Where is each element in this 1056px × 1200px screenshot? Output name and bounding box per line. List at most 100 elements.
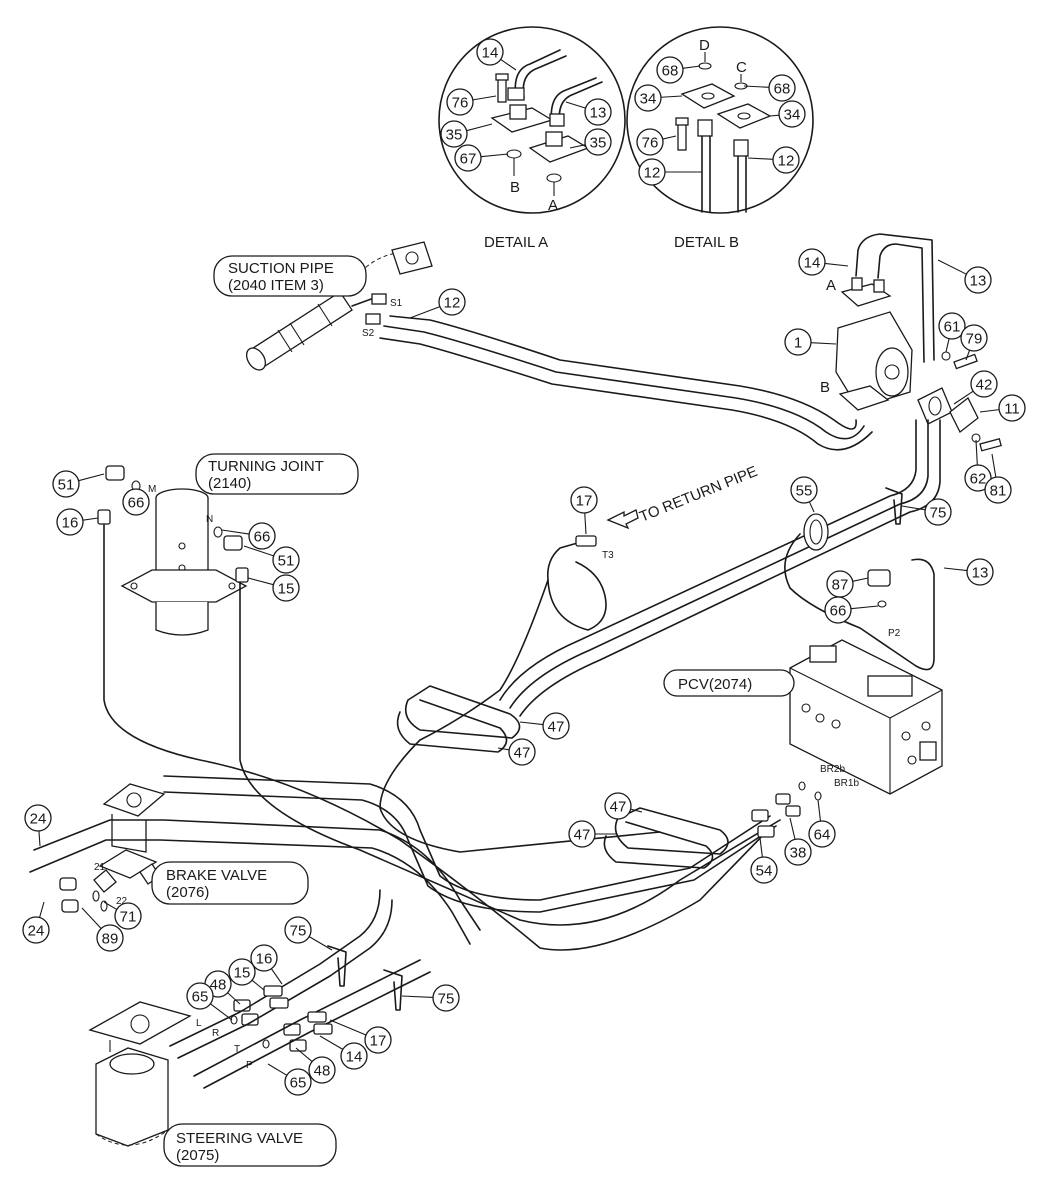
detail-b-letter-c: C — [736, 59, 747, 76]
callout-leader — [852, 577, 869, 582]
port-b: B — [820, 379, 830, 396]
callout-circle — [432, 984, 460, 1012]
callout-38: 38 — [784, 817, 812, 866]
callout-circle — [604, 792, 632, 820]
callout-leader — [210, 1003, 233, 1021]
callout-number: 66 — [128, 495, 145, 512]
callout-leader — [81, 907, 102, 929]
callout-leader — [965, 350, 971, 361]
callout-circle — [790, 476, 818, 504]
callout-leader — [409, 306, 441, 319]
callout-leader — [630, 808, 643, 813]
callout-64: 64 — [808, 799, 836, 848]
callout-67: 67 — [454, 144, 509, 172]
callout-circle — [364, 1026, 392, 1054]
callout-number: 67 — [460, 151, 477, 168]
callout-leader — [221, 529, 250, 535]
callout-circle — [122, 488, 150, 516]
callout-circle — [784, 838, 812, 866]
callout-number: 14 — [346, 1049, 363, 1066]
callout-number: 35 — [446, 127, 463, 144]
callout-76: 76 — [636, 128, 677, 156]
callout-89: 89 — [81, 907, 124, 952]
callout-leader — [824, 262, 849, 267]
callout-leader — [937, 259, 967, 275]
callout-leader — [569, 144, 586, 149]
hydraulic-pump: A B — [820, 277, 1002, 452]
callout-47: 47 — [519, 712, 570, 740]
label-brake-valve: BRAKE VALVE (2076) — [151, 861, 309, 905]
port-s1: S1 — [390, 298, 403, 309]
callout-leader — [810, 342, 837, 345]
callout-bubbles: 1476356713356834761268341214131617942116… — [22, 38, 1026, 1096]
svg-text:TO RETURN PIPE: TO RETURN PIPE — [637, 463, 760, 526]
callout-47: 47 — [568, 820, 616, 848]
callout-66: 66 — [122, 488, 150, 516]
callout-circle — [440, 120, 468, 148]
callout-number: 81 — [990, 483, 1007, 500]
callout-number: 79 — [966, 331, 983, 348]
callout-leader — [78, 473, 105, 482]
callout-number: 68 — [662, 63, 679, 80]
callout-62: 62 — [964, 439, 992, 492]
callout-circle — [508, 738, 536, 766]
callout-14: 14 — [798, 248, 849, 276]
callout-number: 71 — [120, 909, 137, 926]
callout-leader — [466, 123, 493, 132]
svg-text:STEERING VALVE: STEERING VALVE — [176, 1130, 303, 1147]
detail-a: B A DETAIL A — [438, 26, 626, 251]
callout-65: 65 — [267, 1063, 312, 1096]
callout-35: 35 — [569, 128, 612, 156]
callout-circle — [636, 128, 664, 156]
callout-number: 14 — [804, 255, 821, 272]
callout-circle — [964, 266, 992, 294]
port-t: T — [234, 1044, 240, 1055]
callout-13: 13 — [943, 558, 994, 586]
port-br1b: BR1b — [834, 778, 859, 789]
callout-leader — [295, 1047, 313, 1063]
callout-number: 89 — [102, 931, 119, 948]
callout-circle — [634, 84, 662, 112]
callout-number: 34 — [640, 91, 657, 108]
callout-circle — [984, 476, 1012, 504]
callout-leader — [850, 605, 879, 610]
callout-13: 13 — [565, 98, 612, 126]
callout-circle — [272, 574, 300, 602]
callout-16: 16 — [250, 944, 283, 985]
callout-circle — [938, 312, 966, 340]
label-pcv: PCV(2074) — [663, 669, 795, 697]
callout-leader — [584, 512, 587, 535]
callout-55: 55 — [790, 476, 818, 513]
callout-circle — [638, 158, 666, 186]
callout-leader — [500, 58, 517, 71]
callout-11: 11 — [979, 394, 1026, 422]
callout-leader — [270, 968, 283, 985]
callout-circle — [308, 1056, 336, 1084]
callout-circle — [284, 1068, 312, 1096]
svg-text:SUCTION PIPE: SUCTION PIPE — [228, 260, 334, 277]
callout-12: 12 — [409, 288, 466, 319]
callout-14: 14 — [476, 38, 517, 71]
callout-number: 61 — [944, 319, 961, 336]
steering-valve: L R T P — [88, 999, 307, 1147]
callout-leader — [267, 1063, 288, 1076]
port-l: L — [196, 1018, 202, 1029]
callout-circle — [228, 958, 256, 986]
callout-number: 12 — [444, 295, 461, 312]
callout-number: 55 — [796, 483, 813, 500]
callout-17: 17 — [329, 1019, 392, 1054]
callout-number: 12 — [644, 165, 661, 182]
callout-34: 34 — [769, 100, 806, 128]
detail-b-letter-d: D — [699, 37, 710, 54]
svg-text:PCV(2074): PCV(2074) — [678, 676, 752, 693]
callout-leader — [682, 65, 701, 69]
callout-leader — [979, 409, 1000, 413]
callout-circle — [52, 470, 80, 498]
pcv-valve: P2 BR2b BR1b — [789, 569, 943, 801]
callout-number: 66 — [254, 529, 271, 546]
callout-circle — [56, 508, 84, 536]
callout-leader — [808, 501, 815, 513]
label-suction-pipe: SUCTION PIPE (2040 ITEM 3) — [213, 255, 367, 297]
port-br2b: BR2b — [820, 764, 845, 775]
label-turning-joint: TURNING JOINT (2140) — [195, 453, 359, 495]
